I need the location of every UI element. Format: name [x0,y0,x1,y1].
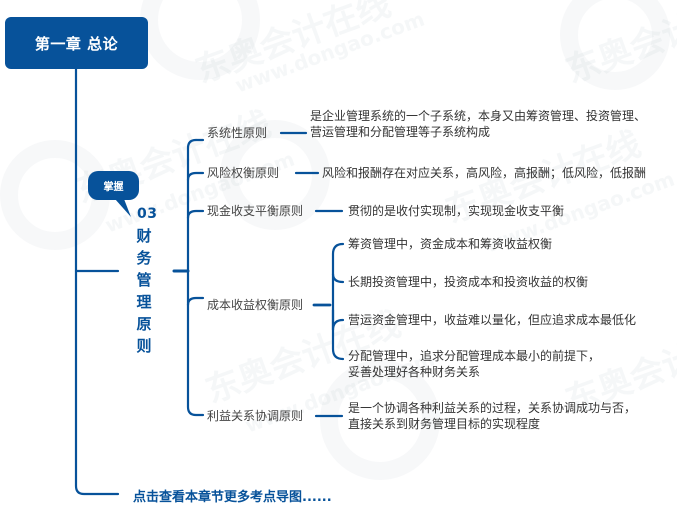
branch-label-cash[interactable]: 现金收支平衡原则 [207,204,304,218]
sub-detail: 分配管理中，追求分配管理成本最小的前提下， 妥善处理好各种财务关系 [348,348,600,380]
branch-label-cost-benefit[interactable]: 成本收益权衡原则 [207,298,304,312]
topic-char: 务 [136,249,152,267]
detail-line: 是一个协调各种利益关系的过程，关系协调成功与否， [348,401,637,415]
detail-line: 长期投资管理中，投资成本和投资收益的权衡 [348,275,589,289]
branch-detail: 贯彻的是收付实现制，实现现金收支平衡 [348,203,564,219]
root-title: 第一章 总论 [34,34,119,53]
detail-line: 分配管理中，追求分配管理成本最小的前提下， [348,349,601,363]
topic-char: 理 [136,293,152,311]
branch-label-risk[interactable]: 风险权衡原则 [207,166,280,180]
topic-char: 原 [136,315,152,333]
topic-node[interactable]: 03 财 务 管 理 原 则 [133,203,158,357]
topic-char: 管 [136,271,152,289]
detail-line: 是企业管理系统的一个子系统，本身又由筹资管理、投资管理、 [310,109,647,123]
branch-detail: 是企业管理系统的一个子系统，本身又由筹资管理、投资管理、 营运管理和分配管理等子… [310,108,646,140]
branch-label-interest[interactable]: 利益关系协调原则 [207,409,304,423]
topic-number: 03 [137,206,158,222]
branch-detail: 风险和报酬存在对应关系，高风险，高报酬；低风险，低报酬 [322,165,646,181]
root-node[interactable]: 第一章 总论 [5,17,148,69]
more-mindmaps-link[interactable]: 点击查看本章节更多考点导图...... [133,490,332,505]
detail-line: 营运资金管理中，收益难以量化，但应追求成本最低化 [348,313,637,327]
branch-detail: 是一个协调各种利益关系的过程，关系协调成功与否， 直接关系到财务管理目标的实现程… [348,400,636,432]
sub-detail: 筹资管理中，资金成本和筹资收益权衡 [348,236,552,252]
mastery-badge: 掌握 [88,171,139,200]
sub-detail: 长期投资管理中，投资成本和投资收益的权衡 [348,274,588,290]
detail-line: 直接关系到财务管理目标的实现程度 [348,417,541,431]
detail-line: 风险和报酬存在对应关系，高风险，高报酬；低风险，低报酬 [322,166,647,180]
detail-line: 贯彻的是收付实现制，实现现金收支平衡 [348,204,565,218]
sub-detail: 营运资金管理中，收益难以量化，但应追求成本最低化 [348,312,636,328]
detail-line: 筹资管理中，资金成本和筹资收益权衡 [348,237,553,251]
badge-label: 掌握 [103,182,124,193]
branch-label-systematic[interactable]: 系统性原则 [207,126,268,140]
detail-line: 营运管理和分配管理等子系统构成 [310,125,491,139]
topic-char: 财 [136,227,152,245]
detail-line: 妥善处理好各种财务关系 [348,365,481,379]
topic-char: 则 [136,337,152,355]
